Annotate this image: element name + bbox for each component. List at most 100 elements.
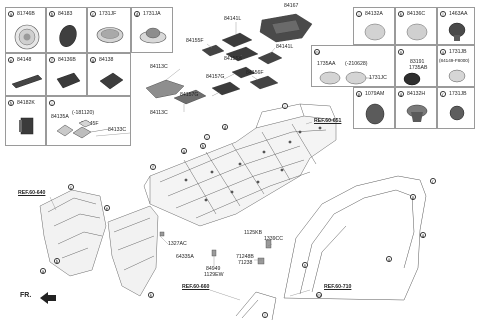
part-code-l: 1463AA [449, 11, 468, 17]
ref-60-640-link[interactable]: REF.60-640 [18, 190, 46, 196]
grommet-icon [448, 22, 466, 41]
cell-e: e 84148 [5, 53, 46, 96]
cell-m: m 1735AA (-210628) 1731JC [311, 45, 395, 87]
part-code-p: 1079AM [365, 91, 385, 97]
part-code-d: 1731JA [143, 11, 161, 17]
callout-r: r [430, 178, 436, 184]
callout-g: g [181, 148, 187, 154]
letter-badge-n: n [398, 49, 404, 55]
flange-plug-icon [139, 27, 167, 44]
cell-f: f 84136B [46, 53, 87, 96]
ref-60-710-link[interactable]: REF.60-710 [324, 284, 352, 290]
pad-label-84157G-b: 84157G [180, 92, 199, 98]
part-code-r: 1731JB [449, 91, 467, 97]
cell-g: g 84138 [87, 53, 131, 96]
square-pad-icon [99, 72, 124, 90]
part-code-q: 84132H [407, 91, 426, 97]
letter-badge-m: m [314, 49, 320, 55]
part-code-f: 84136B [58, 57, 76, 63]
part-code-83191: 83191 [410, 59, 425, 65]
callout-b: b [54, 258, 60, 264]
part-note-181120: (-181120) [72, 110, 95, 116]
callout-o: o [386, 256, 392, 262]
letter-badge-d: d [134, 11, 140, 17]
part-code-o: 1731JB [449, 49, 467, 55]
long-pad-icon [11, 74, 43, 89]
cap-icon [403, 72, 421, 86]
round-disk-icon [406, 23, 428, 41]
part-code-1735AA: 1735AA [317, 61, 336, 67]
hardware-bits [159, 231, 272, 265]
front-arrow-icon [40, 292, 56, 304]
callout-c: c [68, 184, 74, 190]
letter-badge-k: k [398, 11, 404, 17]
top-pad-84167 [259, 13, 313, 43]
callout-d: d [222, 124, 228, 130]
callout-1129EW: 1129EW [204, 272, 224, 278]
letter-badge-e: e [8, 57, 14, 63]
cell-p: p 1079AM [353, 87, 395, 129]
front-direction-label: FR. [20, 292, 32, 299]
callout-i: i [204, 134, 210, 140]
cell-i: i 84135A (-181120) 84145F 84133C [46, 96, 131, 146]
side-body [235, 175, 427, 321]
letter-badge-g: g [90, 57, 96, 63]
cell-b: b 84183 [46, 7, 87, 53]
letter-badge-b: b [49, 11, 55, 17]
ref-60-651-link[interactable]: REF.60-651 [314, 118, 342, 124]
callout-84949: 84949 [206, 266, 221, 272]
part-code-c: 1731JF [99, 11, 117, 17]
callout-71238: 71238 [238, 260, 253, 266]
pad-label-84113C-a: 84113C [150, 64, 168, 70]
pad-label-84113C-b: 84113C [150, 110, 168, 116]
letter-badge-j: j [356, 11, 362, 17]
letter-badge-r: r [440, 91, 446, 97]
letter-badge-f: f [49, 57, 55, 63]
callout-m: m [316, 292, 322, 298]
round-disk-icon [364, 23, 386, 41]
letter-badge-a: a [8, 11, 14, 17]
part-code-b: 84183 [58, 11, 73, 17]
letter-badge-q: q [398, 91, 404, 97]
pad-set-icon [56, 119, 110, 139]
plug-icon [448, 69, 466, 83]
letter-badge-i: i [49, 100, 55, 106]
cell-r: r 1731JB [437, 87, 475, 129]
cell-d: d 1731JA [131, 7, 173, 53]
pad-label-84155B: 84155B [224, 56, 242, 62]
callout-64335A: 64335A [176, 254, 194, 260]
part-code-e: 84148 [17, 57, 32, 63]
plug-icon [96, 27, 124, 43]
part-code-g: 84138 [99, 57, 114, 63]
pad-label-84155F: 84155F [186, 38, 204, 44]
part-note-84149: (84149-F8000) [439, 58, 470, 63]
callout-h: h [200, 143, 206, 149]
cell-l: l 1463AA [437, 7, 475, 45]
cell-n: n 83191 1735AB [395, 45, 437, 87]
pad-label-84157G-a: 84157G [206, 74, 225, 80]
callout-1125KB: 1125KB [244, 230, 263, 236]
callout-a: a [40, 268, 46, 274]
callout-q: q [420, 232, 426, 238]
callout-71248B: 71248B [236, 254, 254, 260]
grommet-icon [406, 104, 428, 122]
callout-p: p [410, 194, 416, 200]
callout-l: l [262, 312, 268, 318]
letter-badge-h: h [8, 100, 14, 106]
pad-label-84156F: 84156F [246, 70, 264, 76]
callout-k: k [148, 292, 154, 298]
part-code-a: 81746B [17, 11, 35, 17]
part-code-84167: 84167 [284, 3, 299, 9]
pad-label-84141L: 84141L [276, 44, 294, 50]
plug-pair-icon [319, 71, 372, 85]
ref-60-660-link[interactable]: REF.60-660 [182, 284, 210, 290]
callout-j: j [282, 103, 288, 109]
callout-e: e [104, 205, 110, 211]
round-disk-icon [365, 103, 385, 125]
letter-badge-l: l [440, 11, 446, 17]
rect-pad-icon [56, 72, 81, 89]
callout-1339CC: 1339CC [264, 236, 284, 242]
cell-q: q 84132H [395, 87, 437, 129]
cell-a: a 81746B [5, 7, 46, 53]
